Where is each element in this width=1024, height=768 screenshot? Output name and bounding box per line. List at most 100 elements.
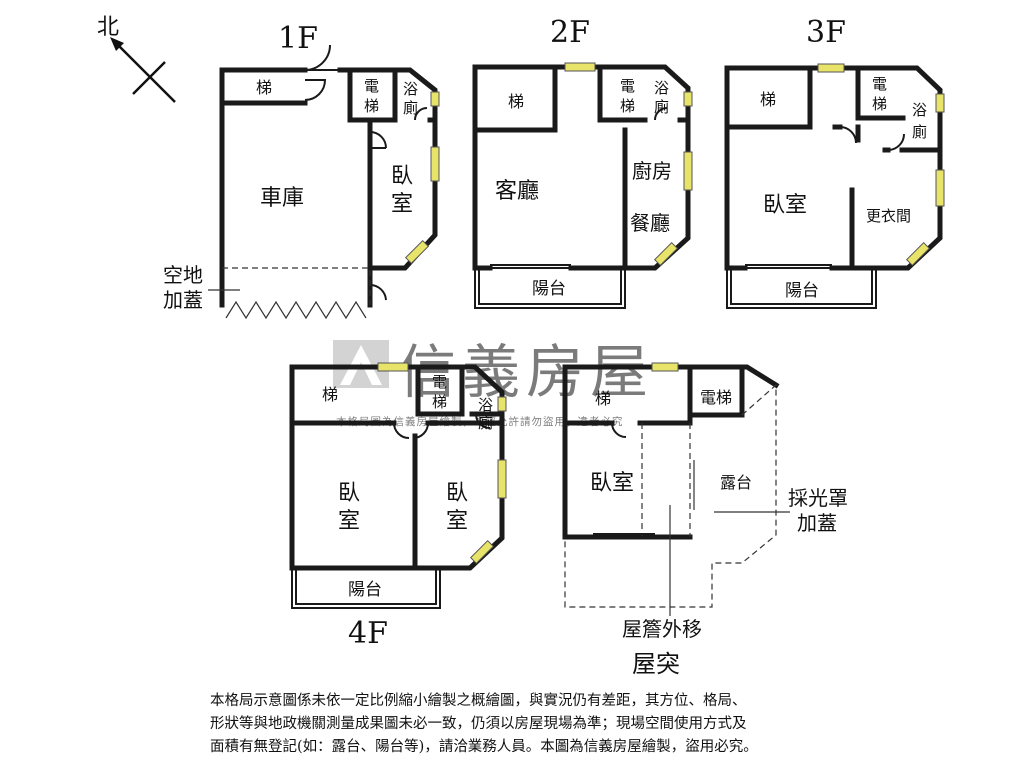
floor-2f-balcony (474, 268, 626, 309)
floor-2f-elevator-top: 電 (620, 77, 635, 95)
floor-1f-bath-top: 浴 (403, 80, 418, 98)
floor-3f-window-top (817, 63, 845, 73)
floor-4f-elevator-bottom: 梯 (432, 393, 447, 411)
floor-roof-stairs: 梯 (595, 389, 611, 408)
floor-2f-window-3 (653, 241, 679, 267)
floor-4f-title: 4F (348, 616, 388, 651)
floor-4f-window-2 (497, 459, 507, 499)
floor-2f-title: 2F (550, 15, 590, 50)
floor-2f-dining: 餐廳 (630, 211, 670, 235)
floor-1f-bedroom-bottom: 室 (391, 192, 413, 217)
floor-2f-window-1 (683, 91, 693, 107)
floor-4f-window-1 (497, 396, 507, 412)
floor-2f-stairs: 梯 (508, 92, 524, 111)
floor-1f-bedroom-top: 臥 (391, 164, 413, 189)
floor-1f-door-bedroom (369, 131, 387, 149)
floor-1f-window-3 (404, 239, 430, 265)
floor-roof-door (611, 422, 627, 438)
floor-1f-garage: 車庫 (260, 186, 304, 211)
floor-4f-balcony-label: 陽台 (348, 580, 382, 600)
floor-4f-bedroom-b-top: 臥 (446, 481, 468, 506)
floor-3f-closet: 更衣間 (866, 207, 911, 225)
floor-3f-balcony (726, 268, 877, 309)
watermark-brand: 信義房屋 (398, 338, 654, 406)
floor-1f-window-2 (430, 146, 440, 182)
floor-4f-door-bath (475, 413, 491, 429)
floor-1f: 1F 梯 電 梯 浴 廁 車庫 臥 室 空地 加蓋 (163, 21, 440, 320)
disclaimer-line-1: 本格局示意圖係未依一定比例縮小繪製之概繪圖，與實況仍有差距，其方位、格局、 (210, 693, 747, 709)
watermark: 信義房屋 本格局圖為信義房屋繪製，未經允許請勿盜用，違者必究 (333, 338, 654, 428)
floor-2f: 2F 梯 電 梯 浴 廁 客廳 廚房 餐廳 陽台 (472, 15, 693, 309)
floor-3f: 3F 梯 電 梯 浴 廁 臥室 更衣間 陽台 (724, 15, 945, 309)
floor-roof-eave-label: 屋簷外移 (622, 617, 702, 641)
floor-1f-door-stair (304, 79, 327, 101)
floor-1f-door-entry (304, 44, 340, 71)
floor-1f-bath-bottom: 廁 (403, 99, 418, 117)
floor-1f-elevator-top: 電 (364, 77, 379, 95)
disclaimer: 本格局示意圖係未依一定比例縮小繪製之概繪圖，與實況仍有差距，其方位、格局、 形狀… (210, 690, 990, 759)
compass-north-label: 北 (97, 15, 119, 40)
floor-roof-skylight (564, 383, 777, 608)
floor-roof-title: 屋突 (632, 650, 680, 678)
floor-1f-folding-gate (225, 300, 367, 320)
floor-4f-bath-bottom: 廁 (478, 414, 493, 432)
floor-1f-annotation-bottom: 加蓋 (163, 288, 203, 312)
floor-4f-bedroom-a-top: 臥 (338, 481, 360, 506)
floor-roof-bedroom: 臥室 (590, 471, 634, 496)
floor-3f-window-1 (935, 93, 945, 113)
floor-4f-window-top (377, 362, 409, 372)
floor-3f-walls (724, 65, 943, 271)
floor-roof-sliding-door (593, 533, 655, 538)
floor-4f-bedroom-a-bottom: 室 (338, 509, 360, 534)
floor-roof-window-top (651, 362, 679, 372)
compass-arrowhead (110, 37, 124, 51)
floor-4f-door-double (393, 422, 429, 439)
compass-cross (132, 61, 166, 95)
floor-3f-bath-top: 浴 (912, 101, 927, 119)
floor-1f-stairs: 梯 (256, 78, 272, 97)
floor-1f-door-bath (414, 107, 428, 121)
floor-3f-stairs: 梯 (760, 90, 776, 109)
floor-3f-window-3 (905, 241, 931, 267)
floor-3f-elevator-top: 電 (872, 75, 887, 93)
floor-1f-window-1 (430, 91, 440, 107)
floor-roof-skylight-label-2: 加蓋 (797, 511, 837, 535)
floor-2f-kitchen: 廚房 (632, 159, 672, 183)
floor-3f-elevator-bottom: 梯 (872, 95, 887, 113)
floor-2f-sliding-door (490, 264, 571, 269)
floor-1f-door-lower (369, 283, 387, 301)
floor-4f: 4F 梯 電 梯 浴 廁 臥 室 臥 室 陽台 (289, 362, 507, 651)
floor-roof-elevator: 電梯 (700, 388, 732, 407)
floor-3f-door-closet (839, 126, 857, 144)
watermark-logo-mark (340, 345, 382, 385)
floor-3f-title: 3F (806, 15, 846, 50)
floor-4f-elevator-top: 電 (432, 373, 447, 391)
floor-roof-skylight-label: 採光罩 (788, 486, 848, 510)
floor-2f-elevator-bottom: 梯 (620, 97, 635, 115)
floor-2f-window-2 (683, 151, 693, 191)
floor-2f-living: 客廳 (495, 179, 539, 204)
floor-1f-title: 1F (278, 21, 318, 56)
floor-2f-bath-top: 浴 (654, 79, 669, 97)
floor-3f-door-bath (887, 133, 905, 151)
floor-4f-stairs: 梯 (322, 385, 338, 404)
compass-arrow (112, 39, 176, 103)
floor-3f-bath-bottom: 廁 (912, 123, 927, 141)
floor-2f-window-top (564, 62, 596, 72)
floor-4f-bedroom-b-bottom: 室 (446, 509, 468, 534)
disclaimer-line-2: 形狀等與地政機關測量成果圖未必一致，仍須以房屋現場為準；現場空間使用方式及 (210, 716, 747, 732)
floor-2f-bath-bottom: 廁 (654, 98, 669, 116)
floor-3f-bedroom: 臥室 (763, 193, 807, 218)
floor-roof-terrace: 露台 (720, 473, 752, 492)
floor-4f-balcony (291, 568, 441, 609)
floor-4f-bath-top: 浴 (478, 396, 493, 414)
floor-3f-balcony-label: 陽台 (785, 281, 819, 301)
north-compass: 北 (97, 15, 176, 103)
disclaimer-line-3: 面積有無登記(如：露台、陽台等)，請洽業務人員。本圖為信義房屋繪製，盜用必究。 (210, 739, 758, 755)
floor-3f-sliding-door (745, 264, 832, 269)
floor-roof: 梯 電梯 臥室 露台 採光罩 加蓋 屋簷外移 屋突 (562, 362, 848, 678)
floor-1f-covered-yard (222, 267, 371, 305)
floor-1f-elevator-bottom: 梯 (364, 97, 379, 115)
floor-2f-balcony-label: 陽台 (532, 279, 566, 299)
